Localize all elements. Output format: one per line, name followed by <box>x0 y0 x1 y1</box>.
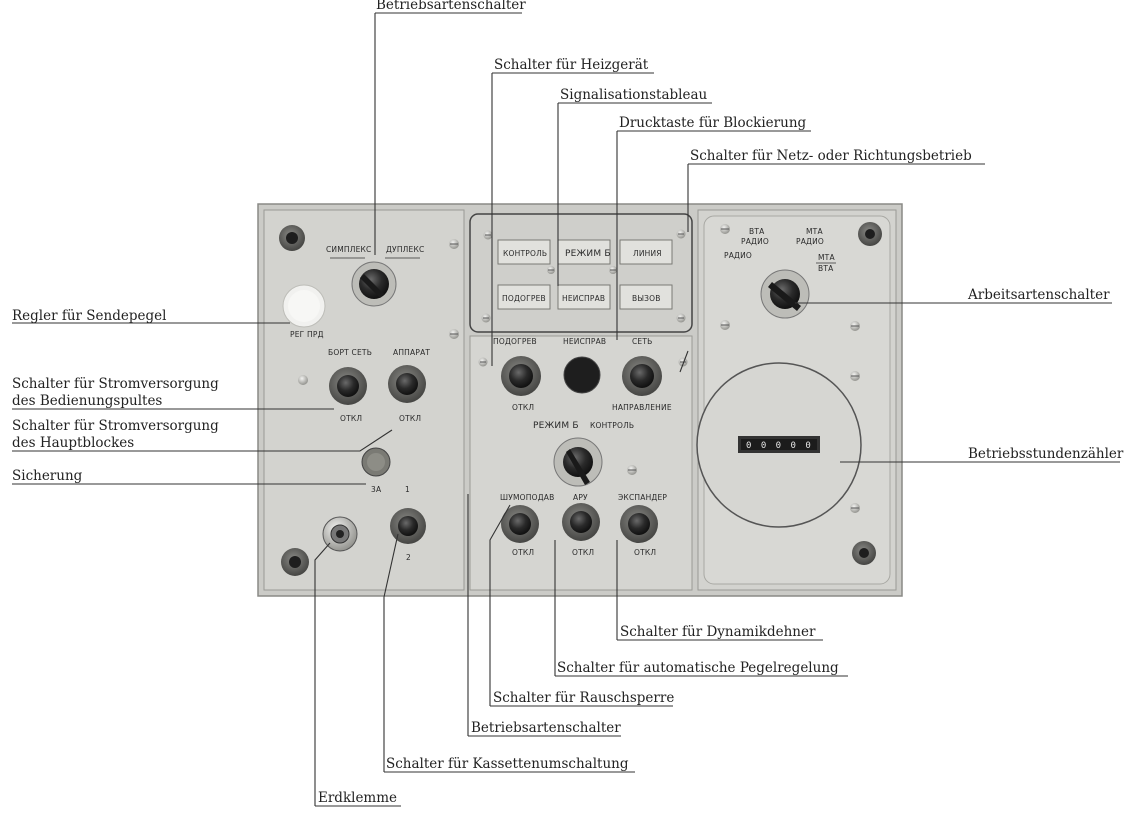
corner-nut-top-left <box>279 225 305 251</box>
leader-lines <box>12 12 1120 807</box>
label-sw-aru: АРУ <box>573 493 588 502</box>
label-kass-2: 2 <box>406 553 411 562</box>
expander-switch[interactable] <box>620 505 658 543</box>
signal-tableau <box>497 239 673 310</box>
label-sw-otkl-a: ОТКЛ <box>512 548 534 557</box>
callout-betriebsartenschalter-top: Betriebsartenschalter <box>376 0 526 13</box>
label-sw-podogrev: ПОДОГРЕВ <box>493 337 537 346</box>
cassette-switch[interactable] <box>390 508 426 544</box>
heater-switch[interactable] <box>501 356 541 396</box>
corner-nut-right-bottom <box>852 541 876 565</box>
callout-strom-bedienpult-1: Schalter für Stromversorgung <box>12 376 219 392</box>
callout-strom-hauptblock-2: des Hauptblockes <box>12 435 135 451</box>
callout-arbeitsartenschalter: Arbeitsartenschalter <box>968 287 1110 303</box>
label-sw-otkl-c: ОТКЛ <box>634 548 656 557</box>
counter-digits: 0 0 0 0 0 <box>746 441 813 451</box>
label-bort-set: БОРТ СЕТЬ <box>328 348 372 357</box>
send-level-regulator[interactable] <box>282 284 326 328</box>
label-dupleks: ДУПЛЕКС <box>386 245 424 254</box>
tableau-kontrol: КОНТРОЛЬ <box>503 249 547 258</box>
label-otkl-1: ОТКЛ <box>340 414 362 423</box>
label-sw-set: СЕТЬ <box>632 337 653 346</box>
label-apparat: АППАРАТ <box>393 348 430 357</box>
mode-switch-b[interactable] <box>553 437 603 487</box>
callout-erdklemme: Erdklemme <box>318 790 398 806</box>
callout-strom-hauptblock-1: Schalter für Stromversorgung <box>12 418 219 434</box>
label-otkl-2: ОТКЛ <box>399 414 421 423</box>
label-work-radio2: РАДИО <box>796 237 824 246</box>
console-power-switch[interactable] <box>329 367 367 405</box>
label-mode-rezhim-b: РЕЖИМ Б <box>533 421 579 431</box>
work-mode-switch[interactable] <box>760 269 810 319</box>
label-kass-1: 1 <box>405 485 410 494</box>
callout-signalisationstableau: Signalisationstableau <box>560 87 708 103</box>
callout-regler-sendepegel: Regler für Sendepegel <box>12 308 167 324</box>
callout-betriebsstundenzaehler: Betriebsstundenzähler <box>968 446 1124 462</box>
tableau-neisprav: НЕИСПРАВ <box>562 294 605 303</box>
label-work-radio-top: РАДИО <box>741 237 769 246</box>
label-mode-kontrol: КОНТРОЛЬ <box>590 421 634 430</box>
label-sw-napravlenie: НАПРАВЛЕНИЕ <box>612 403 672 412</box>
callout-betriebsartenschalter-bottom: Betriebsartenschalter <box>471 720 621 736</box>
callout-sicherung: Sicherung <box>12 468 83 484</box>
label-work-radio-left: РАДИО <box>724 251 752 260</box>
block-push-button[interactable] <box>563 356 601 394</box>
net-direction-switch[interactable] <box>622 356 662 396</box>
label-work-mta: МТА <box>806 227 823 236</box>
label-sw-shumoglad: ШУМОПОДАВ <box>500 493 554 502</box>
main-block-power-switch[interactable] <box>388 365 426 403</box>
tableau-podogrev: ПОДОГРЕВ <box>502 294 546 303</box>
corner-nut-bottom-left <box>281 548 309 576</box>
hour-counter <box>696 362 862 528</box>
tableau-rezhim-b: РЕЖИМ Б <box>565 249 611 259</box>
label-sw-otkl: ОТКЛ <box>512 403 534 412</box>
label-work-vta: ВТА <box>749 227 765 236</box>
callout-schalter-netz-richtung: Schalter für Netz- oder Richtungsbetrieb <box>690 148 972 164</box>
label-sw-neisprav: НЕИСПРАВ <box>563 337 606 346</box>
fuse-holder[interactable] <box>361 447 391 477</box>
mode-selector-knob[interactable] <box>351 261 397 307</box>
callout-kassettenumschaltung: Schalter für Kassettenumschaltung <box>386 756 629 772</box>
ground-terminal-icon <box>322 516 358 552</box>
callout-drucktaste-blockierung: Drucktaste für Blockierung <box>619 115 807 131</box>
label-work-mta-vta: МТА <box>818 253 835 262</box>
label-simpleks: СИМПЛЕКС <box>326 245 372 254</box>
label-sw-otkl-b: ОТКЛ <box>572 548 594 557</box>
agc-switch[interactable] <box>562 503 600 541</box>
corner-nut-right-top <box>858 222 882 246</box>
callout-dynamikdehner: Schalter für Dynamikdehner <box>620 624 816 640</box>
callout-rauschsperre: Schalter für Rauschsperre <box>493 690 675 706</box>
callout-schalter-heizgeraet: Schalter für Heizgerät <box>494 57 649 73</box>
callout-strom-bedienpult-2: des Bedienungspultes <box>12 393 163 409</box>
label-work-vta2: ВТА <box>818 264 834 273</box>
label-sw-ekspander: ЭКСПАНДЕР <box>618 493 667 502</box>
tableau-vyzov: ВЫЗОВ <box>632 294 661 303</box>
callout-pegelregelung: Schalter für automatische Pegelregelung <box>557 660 839 676</box>
noise-squelch-switch[interactable] <box>501 505 539 543</box>
tableau-liniya: ЛИНИЯ <box>633 249 662 258</box>
label-fuse: 3А <box>371 485 382 494</box>
label-reg-prd: РЕГ ПРД <box>290 330 324 339</box>
